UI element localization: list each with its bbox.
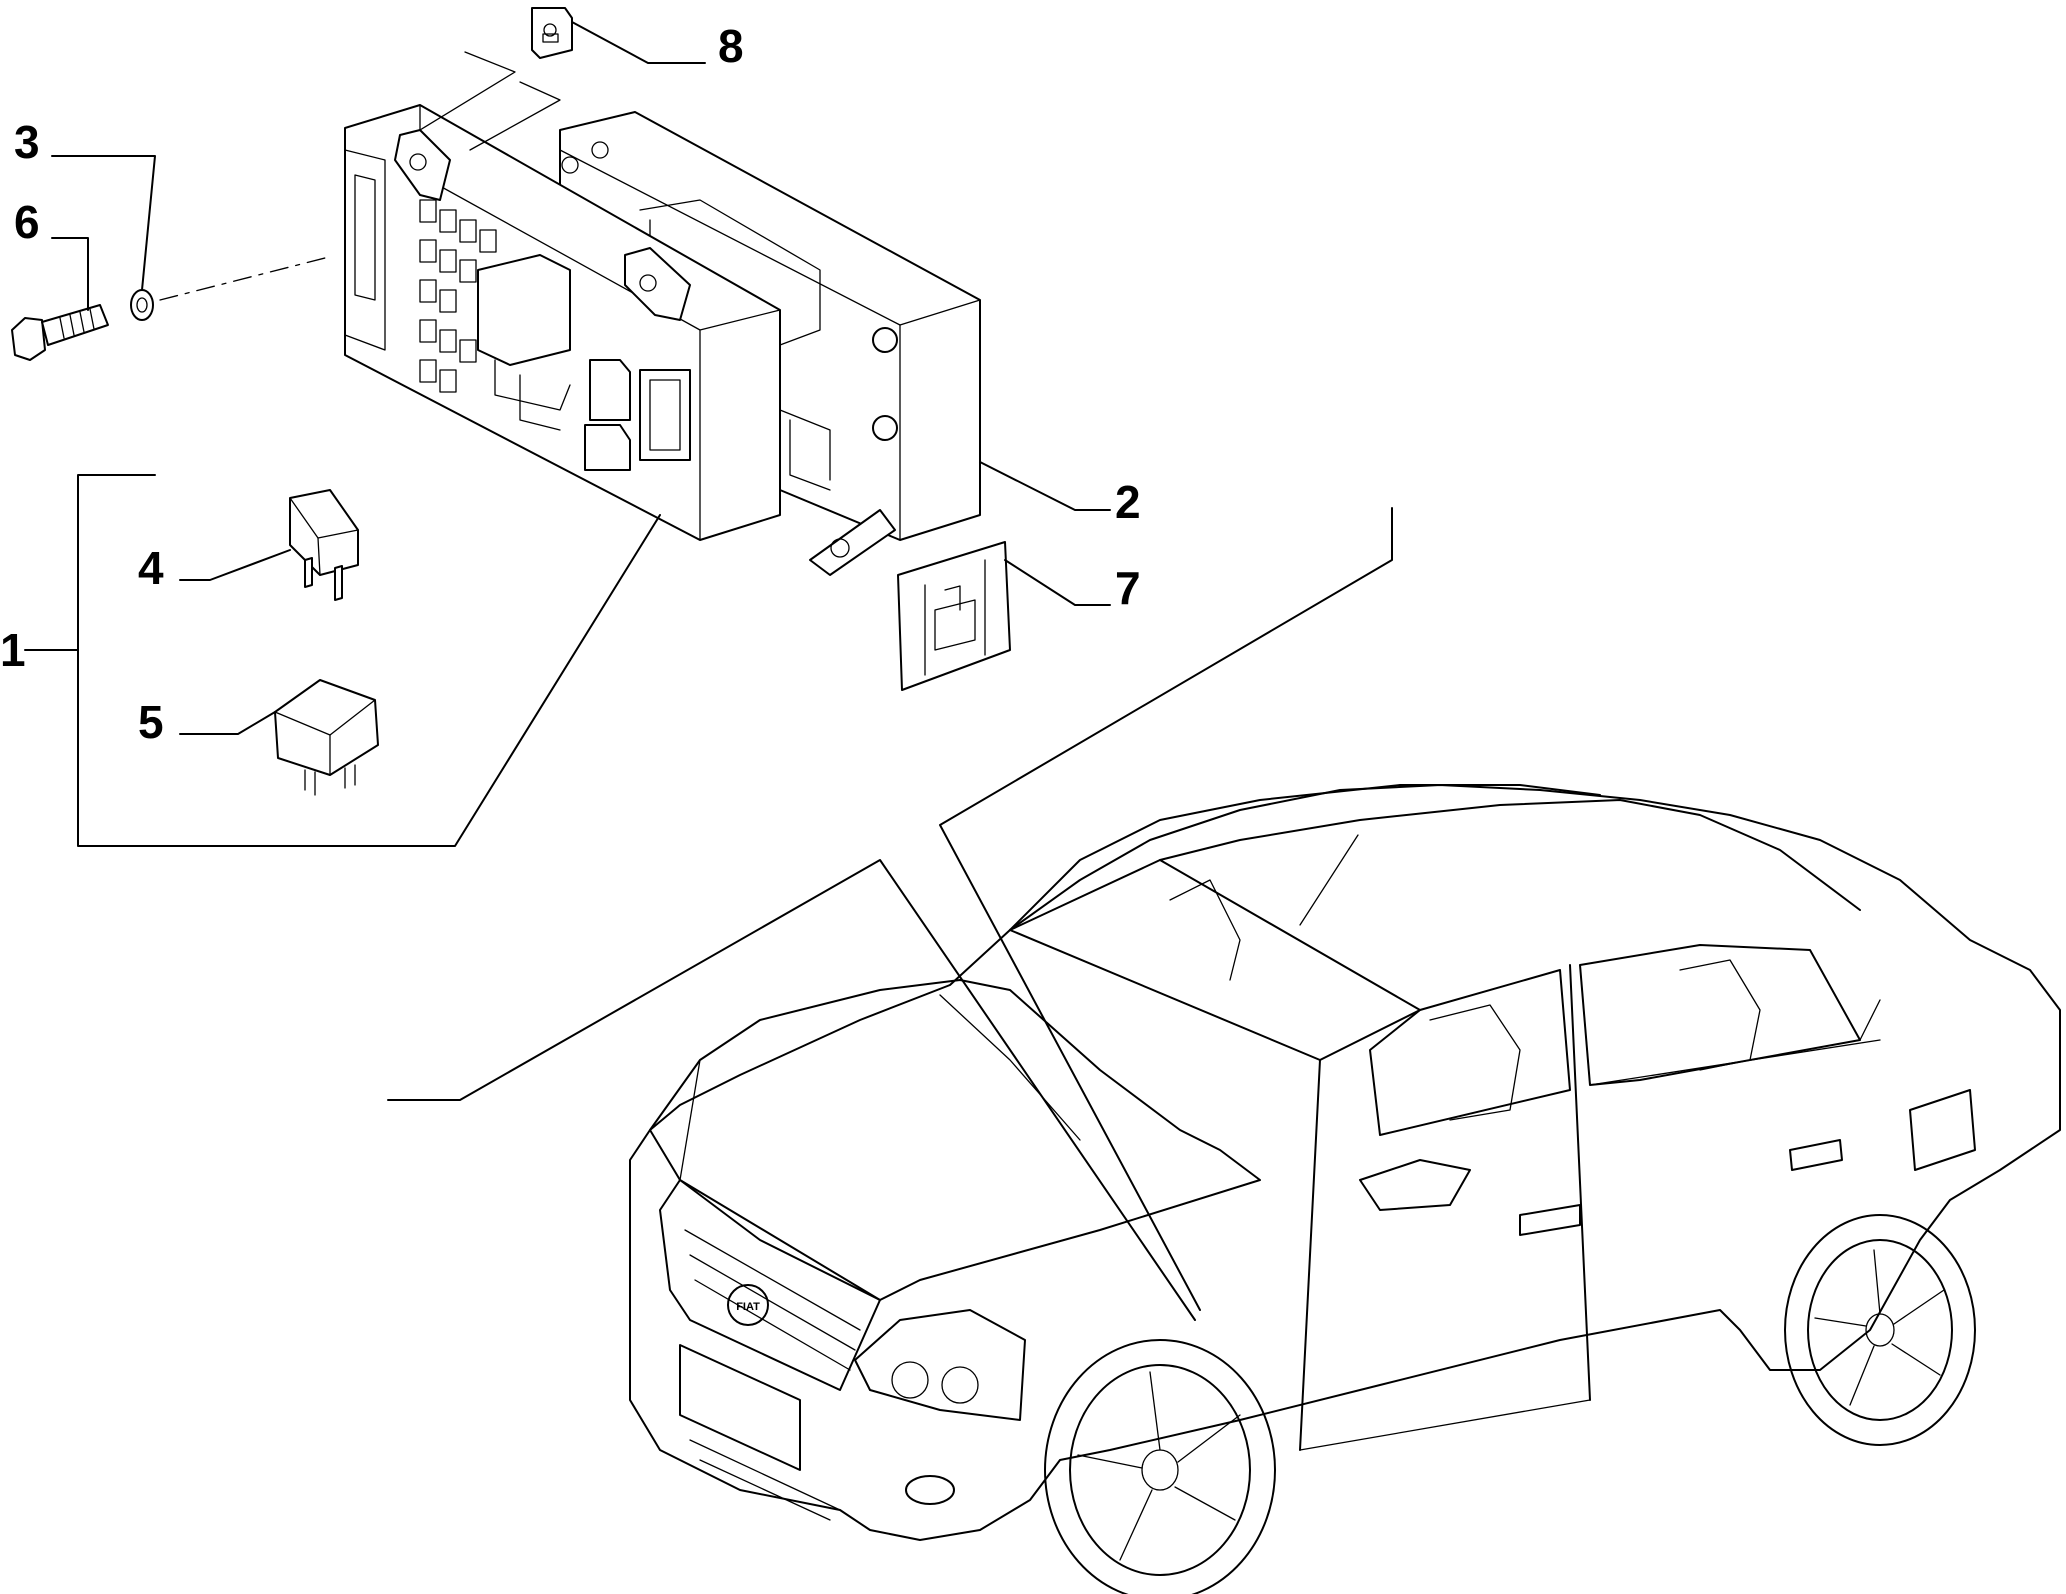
clip-part-8 (531, 7, 573, 59)
bracket-part-7 (897, 541, 1011, 691)
rear-wheel (1784, 1214, 1976, 1446)
front-wheel (1044, 1339, 1276, 1594)
relay-part-5 (274, 679, 379, 796)
front-side-window (1369, 969, 1571, 1136)
callout-8: 8 (718, 20, 744, 72)
callout-2: 2 (1115, 476, 1141, 528)
callout-numbers: 1 2 3 4 5 6 7 8 (0, 20, 1141, 748)
bolt-part-6 (11, 304, 109, 361)
fiat-badge (727, 1284, 769, 1326)
callout-5: 5 (138, 696, 164, 748)
washer-part-3 (130, 257, 326, 321)
car-illustration: FIAT (629, 784, 2061, 1594)
headlight (854, 1309, 1026, 1421)
callout-4: 4 (138, 542, 164, 594)
license-plate (679, 1344, 801, 1471)
callout-7: 7 (1115, 562, 1141, 614)
front-grille (659, 1179, 881, 1391)
car-body-outline (629, 784, 2061, 1541)
fuse-part-4 (289, 489, 359, 601)
callout-1: 1 (0, 624, 26, 676)
badge-text: FIAT (736, 1301, 760, 1313)
callout-6: 6 (14, 196, 40, 248)
fuse-box-assembly (344, 104, 981, 576)
antenna (1299, 834, 1359, 926)
fuse-slots (419, 199, 497, 393)
leader-lines (24, 21, 1393, 1321)
rear-side-window (1579, 944, 1861, 1086)
hood (649, 979, 1261, 1301)
callout-3: 3 (14, 116, 40, 168)
